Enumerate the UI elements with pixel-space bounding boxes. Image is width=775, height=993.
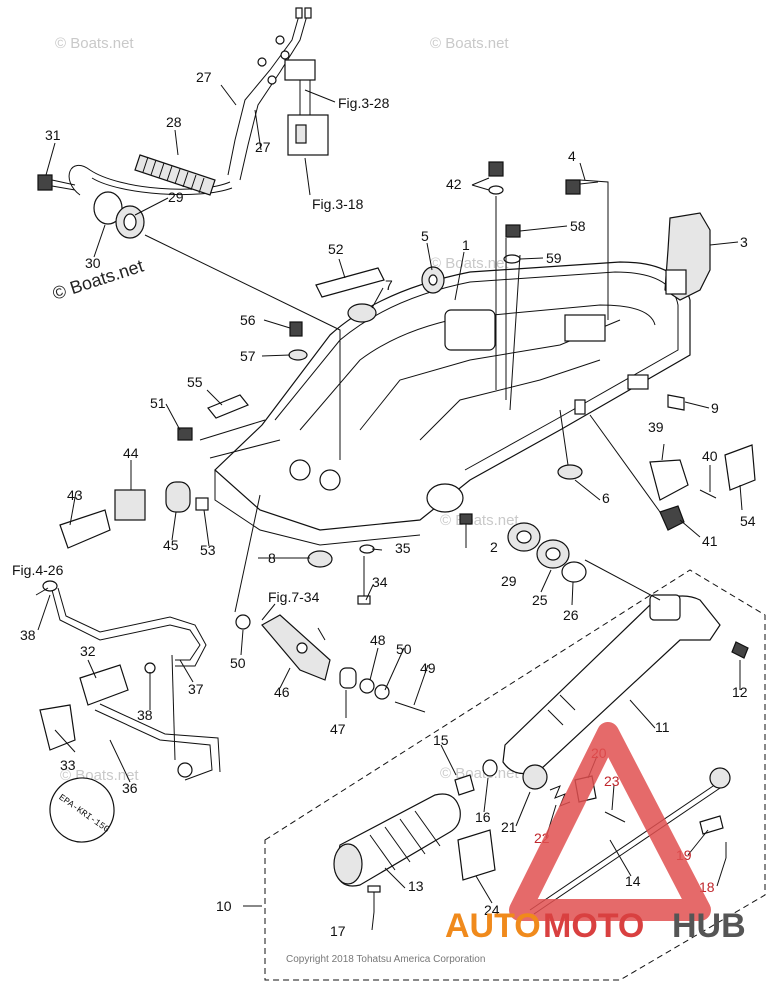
callout-33: 33: [60, 757, 76, 773]
callout-30: 30: [85, 255, 101, 271]
callout-50b: 50: [230, 655, 246, 671]
callout-43: 43: [67, 487, 83, 503]
callout-39: 39: [648, 419, 664, 435]
callout-15: 15: [433, 732, 449, 748]
callout-53: 53: [200, 542, 216, 558]
callout-45: 45: [163, 537, 179, 553]
callout-9: 9: [711, 400, 719, 416]
callout-48: 48: [370, 632, 386, 648]
callout-11: 11: [655, 719, 670, 735]
callout-56: 56: [240, 312, 256, 328]
callout-16: 16: [475, 809, 491, 825]
logo-moto: MOTO: [543, 907, 644, 945]
leader-lines: [35, 84, 743, 931]
callout-38: 38: [20, 627, 36, 643]
callout-28: 28: [166, 114, 182, 130]
callout-5: 5: [421, 228, 429, 244]
callout-1: 1: [462, 237, 470, 253]
callout-25: 25: [532, 592, 548, 608]
callout-47: 47: [330, 721, 346, 737]
callout-21: 21: [501, 819, 517, 835]
callout-12: 12: [732, 684, 748, 700]
tiller-handle: [502, 559, 749, 775]
callout-42: 42: [446, 176, 462, 192]
fuel-connector: EPA-KRI-15G: [39, 580, 221, 843]
callout-labels: 1 2 3 4 5 6 7 8 9 10 11 12 13 14 15 16 1…: [20, 69, 756, 939]
callout-46: 46: [274, 684, 290, 700]
callout-38b: 38: [137, 707, 153, 723]
callout-59: 59: [546, 250, 562, 266]
callout-24: 24: [484, 902, 500, 918]
callout-14: 14: [625, 873, 641, 889]
callout-4: 4: [568, 148, 576, 164]
callout-52: 52: [328, 241, 344, 257]
callout-40: 40: [702, 448, 718, 464]
callout-49: 49: [420, 660, 436, 676]
callout-13: 13: [408, 878, 424, 894]
handle-assembly-outline: [264, 569, 766, 981]
callout-27b: 27: [255, 139, 271, 155]
callout-54: 54: [740, 513, 756, 529]
callout-37: 37: [188, 681, 204, 697]
watermark: © Boats.net: [55, 35, 134, 52]
callout-29b: 29: [501, 573, 517, 589]
callout-44: 44: [123, 445, 139, 461]
watermark: © Boats.net: [440, 512, 519, 529]
callout-6: 6: [602, 490, 610, 506]
small-parts: [59, 161, 756, 605]
callout-26: 26: [563, 607, 579, 623]
shift-lever: [235, 614, 426, 713]
callout-23: 23: [604, 773, 620, 789]
cable-cover-28: [134, 154, 216, 196]
throttle-grip: [333, 759, 731, 915]
logo-hub: HUB: [672, 907, 746, 945]
callout-17: 17: [330, 923, 346, 939]
reference-labels: Fig.3-28 Fig.3-18 Fig.4-26 Fig.7-34: [12, 95, 390, 605]
ref-fig-3-28: Fig.3-28: [338, 95, 390, 111]
callout-57: 57: [240, 348, 256, 364]
callout-27: 27: [196, 69, 212, 85]
callout-36: 36: [122, 780, 138, 796]
callout-41: 41: [702, 533, 718, 549]
triangle-icon: [509, 722, 711, 921]
callout-7: 7: [385, 277, 393, 293]
callout-35: 35: [395, 540, 411, 556]
callout-31: 31: [45, 127, 61, 143]
copyright-text: Copyright 2018 Tohatsu America Corporati…: [286, 954, 485, 965]
ref-fig-3-18: Fig.3-18: [312, 196, 364, 212]
ref-fig-7-34: Fig.7-34: [268, 589, 320, 605]
callout-8: 8: [268, 550, 276, 566]
watermark: © Boats.net: [430, 35, 509, 52]
callout-32: 32: [80, 643, 96, 659]
callout-29: 29: [168, 189, 184, 205]
callout-55: 55: [187, 374, 203, 390]
callout-51: 51: [150, 395, 166, 411]
bottom-cowling: [214, 261, 691, 546]
watermark: © Boats.net: [430, 255, 509, 272]
logo-auto: AUTO: [445, 907, 541, 945]
ref-fig-4-26: Fig.4-26: [12, 562, 64, 578]
automotohub-logo: AUTO MOTO HUB: [445, 722, 746, 945]
callout-3: 3: [740, 234, 748, 250]
callout-34: 34: [372, 574, 388, 590]
callout-58: 58: [570, 218, 586, 234]
callout-10: 10: [216, 898, 232, 914]
callout-2: 2: [490, 539, 498, 555]
callout-50: 50: [396, 641, 412, 657]
callout-18: 18: [699, 879, 715, 895]
